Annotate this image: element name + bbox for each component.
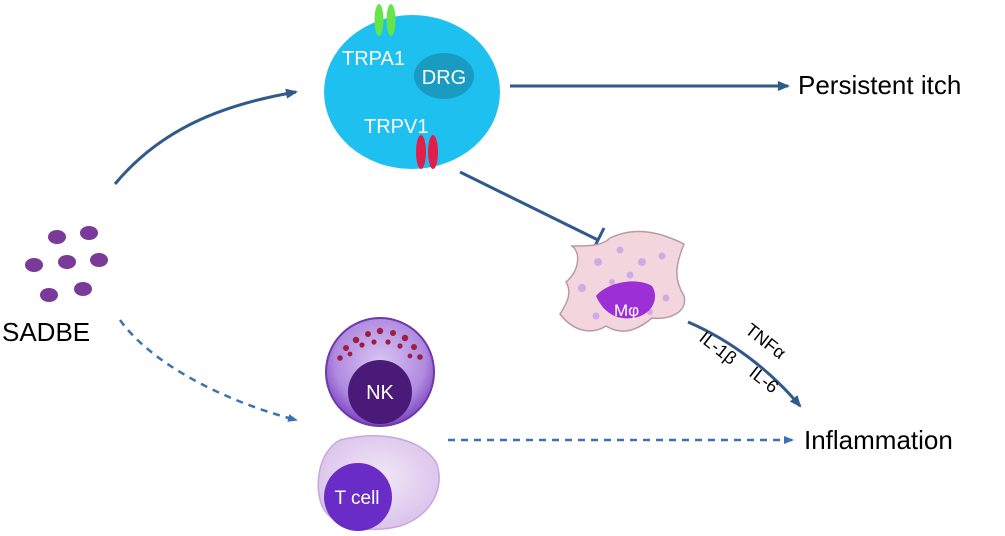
sadbe-particle [74,282,92,296]
trpa1-channel-icon [374,4,396,36]
sadbe-particle [48,230,66,244]
t-cell-nucleus [324,463,392,531]
sadbe-particle [90,253,108,267]
drg-label: DRG [422,67,466,89]
sadbe-label: SADBE [2,317,90,347]
nk-label: NK [366,382,394,404]
il6-label: IL-6 [746,362,783,397]
nk-nucleus [348,360,412,424]
drg-neuron: TRPA1 DRG TRPV1 [324,4,500,169]
sadbe-particles [25,226,108,302]
arrow-cytokines-to-inflammation [687,320,802,408]
drg-nucleus [414,53,474,99]
trpv1-channel-icon [416,135,438,169]
macrophage-nucleus [596,281,656,319]
trpa1-label: TRPA1 [342,48,405,70]
dashed-arrow-sadbe-to-immune-cells [118,319,298,422]
sadbe-particle [25,258,43,272]
macrophage: Mφ [559,230,686,332]
macrophage-body [559,230,686,332]
inflammation-label: Inflammation [804,425,953,455]
sadbe-particle [80,226,98,240]
sadbe-particle [58,255,76,269]
il1b-label: IL-1β [696,327,741,368]
persistent-itch-label: Persistent itch [798,70,961,100]
nk-granules [337,327,423,361]
drg-cell-body [324,15,500,169]
inhibition-arrow-drg-to-macrophage [459,170,606,253]
arrow-sadbe-to-drg [113,88,298,185]
nk-cell: NK [325,317,435,427]
t-cell-label: T cell [334,488,379,509]
trpv1-label: TRPV1 [364,116,428,138]
t-cell: T cell [317,435,440,531]
sadbe-particle [40,288,58,302]
macrophage-granules [578,246,670,320]
macrophage-label: Mφ [614,301,639,320]
